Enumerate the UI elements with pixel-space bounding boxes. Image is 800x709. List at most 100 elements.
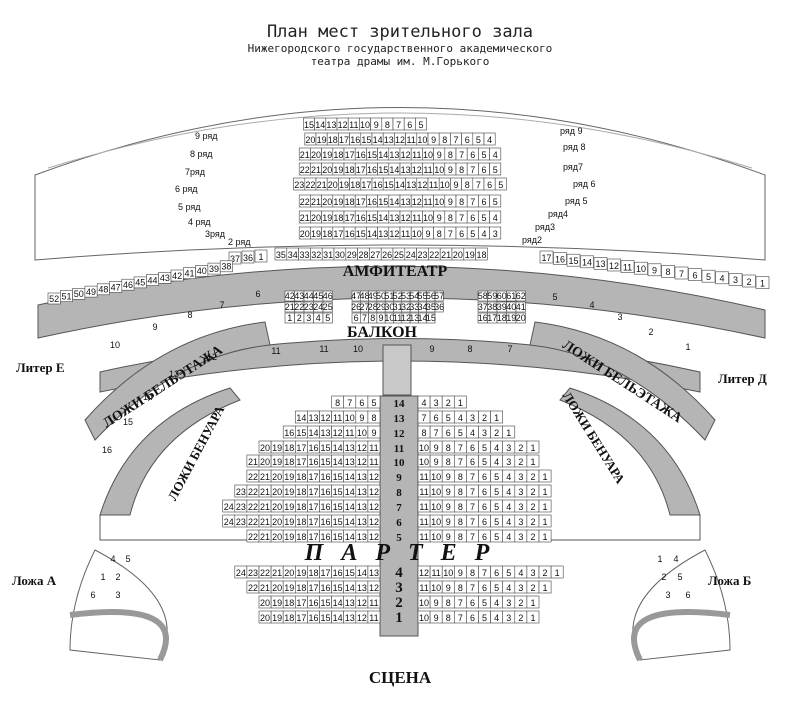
amph-seat[interactable]: 13 xyxy=(377,226,390,240)
parterre-seat[interactable]: 16 xyxy=(319,514,332,528)
parterre-seat[interactable]: 11 xyxy=(343,425,357,439)
parterre-seat[interactable]: 10 xyxy=(429,580,443,594)
amph-row1-seat[interactable]: 1 xyxy=(755,276,770,289)
amph-seat[interactable]: 6 xyxy=(461,132,474,146)
amph-seat[interactable]: 13 xyxy=(388,210,401,224)
amph-row1-seat[interactable]: 16 xyxy=(553,252,567,265)
parterre-seat[interactable]: 10 xyxy=(429,514,443,528)
amph-seat[interactable]: 13 xyxy=(405,177,418,191)
parterre-seat[interactable]: 7 xyxy=(453,595,467,609)
amph-seat[interactable]: 12 xyxy=(388,226,401,240)
parterre-seat[interactable]: 4 xyxy=(466,425,479,439)
amph-seat[interactable]: 19 xyxy=(338,177,350,191)
amph-seat[interactable]: 7 xyxy=(472,177,485,191)
parterre-seat[interactable]: 14 xyxy=(294,410,308,424)
parterre-seat[interactable]: 5 xyxy=(490,529,504,543)
amph-seat[interactable]: 15 xyxy=(303,117,315,131)
amph-seat[interactable]: 11 xyxy=(410,210,423,224)
parterre-seat[interactable]: 22 xyxy=(258,565,272,579)
parterre-seat[interactable]: 21 xyxy=(258,580,272,594)
parterre-seat[interactable]: 12 xyxy=(367,514,381,528)
parterre-seat[interactable]: 12 xyxy=(319,410,332,424)
parterre-seat[interactable]: 1 xyxy=(538,580,552,594)
amph-seat[interactable]: 5 xyxy=(415,117,427,131)
balcony-seat[interactable]: 20 xyxy=(515,312,526,324)
parterre-seat[interactable]: 3 xyxy=(526,565,540,579)
amph-seat[interactable]: 16 xyxy=(343,226,356,240)
amph-seat[interactable]: 18 xyxy=(343,194,356,208)
amph-seat[interactable]: 11 xyxy=(410,147,423,161)
amph-seat[interactable]: 15 xyxy=(377,194,390,208)
parterre-seat[interactable]: 14 xyxy=(343,580,357,594)
parterre-seat[interactable]: 16 xyxy=(331,565,345,579)
amph-seat[interactable]: 10 xyxy=(438,177,451,191)
parterre-seat[interactable]: 7 xyxy=(453,440,467,454)
amph-seat[interactable]: 19 xyxy=(315,132,328,146)
parterre-seat[interactable]: 20 xyxy=(270,514,284,528)
parterre-seat[interactable]: 21 xyxy=(258,499,272,513)
parterre-seat[interactable]: 11 xyxy=(367,454,381,468)
parterre-seat[interactable]: 16 xyxy=(319,499,332,513)
parterre-seat[interactable]: 8 xyxy=(453,514,467,528)
parterre-seat[interactable]: 7 xyxy=(466,514,479,528)
parterre-seat[interactable]: 2 xyxy=(526,499,540,513)
parterre-seat[interactable]: 14 xyxy=(331,454,345,468)
parterre-seat[interactable]: 20 xyxy=(270,580,284,594)
parterre-seat[interactable]: 16 xyxy=(319,529,332,543)
amph-seat[interactable]: 8 xyxy=(438,132,451,146)
balcony-seat[interactable]: 3 xyxy=(303,312,314,324)
parterre-seat[interactable]: 3 xyxy=(514,580,528,594)
amph-seat[interactable]: 18 xyxy=(332,147,345,161)
amph-row1-seat[interactable]: 5 xyxy=(701,269,716,283)
parterre-seat[interactable]: 5 xyxy=(478,440,491,454)
parterre-seat[interactable]: 10 xyxy=(417,595,431,609)
parterre-seat[interactable]: 15 xyxy=(331,514,345,528)
amph-seat[interactable]: 10 xyxy=(416,132,429,146)
parterre-seat[interactable]: 8 xyxy=(453,484,467,498)
parterre-seat[interactable]: 12 xyxy=(367,580,381,594)
parterre-seat[interactable]: 3 xyxy=(502,610,516,624)
parterre-seat[interactable]: 3 xyxy=(514,529,528,543)
amph-row1-seat[interactable]: 24 xyxy=(404,247,417,261)
amph-seat[interactable]: 19 xyxy=(321,210,334,224)
parterre-seat[interactable]: 1 xyxy=(490,410,504,424)
amph-seat[interactable]: 17 xyxy=(354,194,367,208)
parterre-seat[interactable]: 1 xyxy=(526,595,540,609)
amph-seat[interactable]: 15 xyxy=(366,147,378,161)
parterre-seat[interactable]: 5 xyxy=(490,580,504,594)
parterre-seat[interactable]: 4 xyxy=(490,595,504,609)
amph-seat[interactable]: 6 xyxy=(403,117,416,131)
parterre-seat[interactable]: 11 xyxy=(417,580,431,594)
parterre-seat[interactable]: 19 xyxy=(270,595,284,609)
parterre-seat[interactable]: 14 xyxy=(307,425,320,439)
parterre-seat[interactable]: 9 xyxy=(429,595,443,609)
parterre-seat[interactable]: 1 xyxy=(526,610,540,624)
parterre-seat[interactable]: 3 xyxy=(466,410,479,424)
parterre-seat[interactable]: 22 xyxy=(246,529,260,543)
amph-seat[interactable]: 11 xyxy=(427,177,440,191)
parterre-seat[interactable]: 10 xyxy=(429,499,443,513)
parterre-seat[interactable]: 6 xyxy=(429,410,443,424)
amph-outer-seat[interactable]: 50 xyxy=(72,288,86,300)
amph-seat[interactable]: 17 xyxy=(343,147,356,161)
parterre-seat[interactable]: 11 xyxy=(417,529,431,543)
amph-seat[interactable]: 12 xyxy=(394,132,406,146)
parterre-seat[interactable]: 13 xyxy=(343,595,357,609)
amph-seat[interactable]: 12 xyxy=(336,117,349,131)
amph-seat[interactable]: 23 xyxy=(293,177,306,191)
amph-row1-seat[interactable]: 4 xyxy=(715,271,729,285)
parterre-seat[interactable]: 17 xyxy=(307,529,320,543)
amph-seat[interactable]: 11 xyxy=(399,226,412,240)
parterre-seat[interactable]: 16 xyxy=(307,595,320,609)
parterre-seat[interactable]: 16 xyxy=(307,440,320,454)
amph-seat[interactable]: 9 xyxy=(444,162,457,176)
amph-row1-seat[interactable]: 21 xyxy=(439,247,453,261)
amph-outer-seat[interactable]: 42 xyxy=(170,269,184,282)
parterre-seat[interactable]: 13 xyxy=(355,514,369,528)
parterre-seat[interactable]: 19 xyxy=(282,484,296,498)
parterre-seat[interactable]: 3 xyxy=(478,425,491,439)
amph-seat[interactable]: 9 xyxy=(450,177,462,191)
amph-seat[interactable]: 10 xyxy=(433,162,446,176)
parterre-seat[interactable]: 8 xyxy=(441,440,455,454)
amph-outer-seat[interactable]: 38 xyxy=(219,260,233,273)
